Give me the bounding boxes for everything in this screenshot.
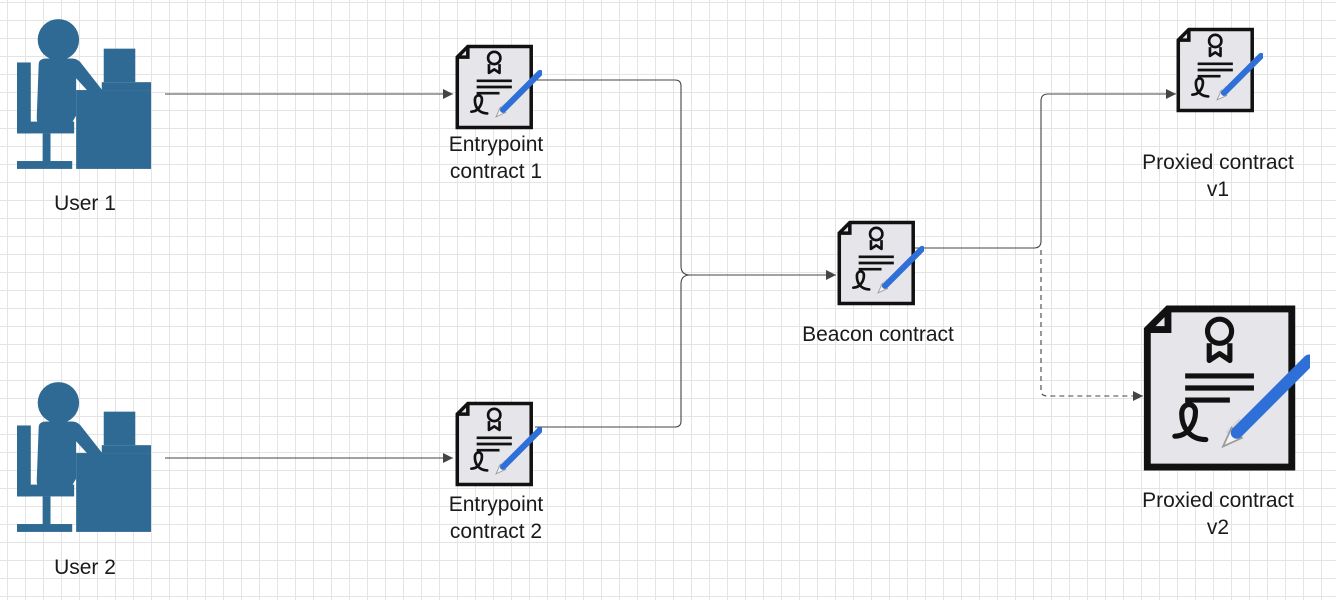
proxied-v2-label-line1: Proxied contract — [1142, 489, 1294, 512]
beacon-label-text: Beacon contract — [802, 323, 954, 346]
beacon-contract-label: Beacon contract — [783, 321, 973, 348]
proxied-contract-v2-label: Proxied contract v2 — [1118, 487, 1318, 541]
proxied-v2-label-line2: v2 — [1206, 516, 1230, 539]
edge-entrypoint1-to-beacon — [535, 79, 836, 280]
entrypoint-contract-2-icon[interactable] — [457, 404, 540, 485]
edges — [165, 79, 1176, 463]
user-2-label: User 2 — [35, 554, 135, 581]
entrypoint-2-label-line2: contract 2 — [449, 520, 543, 543]
user-1-label: User 1 — [35, 190, 135, 217]
user-2-icon[interactable] — [17, 382, 152, 532]
entrypoint-2-label-line1: Entrypoint — [448, 493, 544, 516]
edge-beacon-to-proxied-v1 — [912, 89, 1176, 249]
entrypoint-contract-1-label: Entrypoint contract 1 — [426, 131, 566, 185]
entrypoint-contract-1-icon[interactable] — [457, 47, 540, 128]
entrypoint-1-label-line1: Entrypoint — [448, 133, 544, 156]
proxied-v1-label-line1: Proxied contract — [1142, 151, 1294, 174]
proxied-contract-v2-icon[interactable] — [1147, 309, 1309, 467]
proxied-v1-label-line2: v1 — [1206, 178, 1230, 201]
beacon-contract-icon[interactable] — [839, 223, 922, 304]
edge-beacon-to-proxied-v2 — [1040, 250, 1143, 401]
proxied-contract-v1-label: Proxied contract v1 — [1118, 149, 1318, 203]
user-2-label-text: User 2 — [54, 556, 116, 579]
edge-entrypoint2-to-beacon — [535, 274, 691, 428]
entrypoint-1-label-line2: contract 1 — [449, 160, 543, 183]
proxied-contract-v1-icon[interactable] — [1178, 30, 1261, 111]
user-1-icon[interactable] — [17, 19, 152, 169]
entrypoint-contract-2-label: Entrypoint contract 2 — [426, 491, 566, 545]
user-1-label-text: User 1 — [54, 192, 116, 215]
